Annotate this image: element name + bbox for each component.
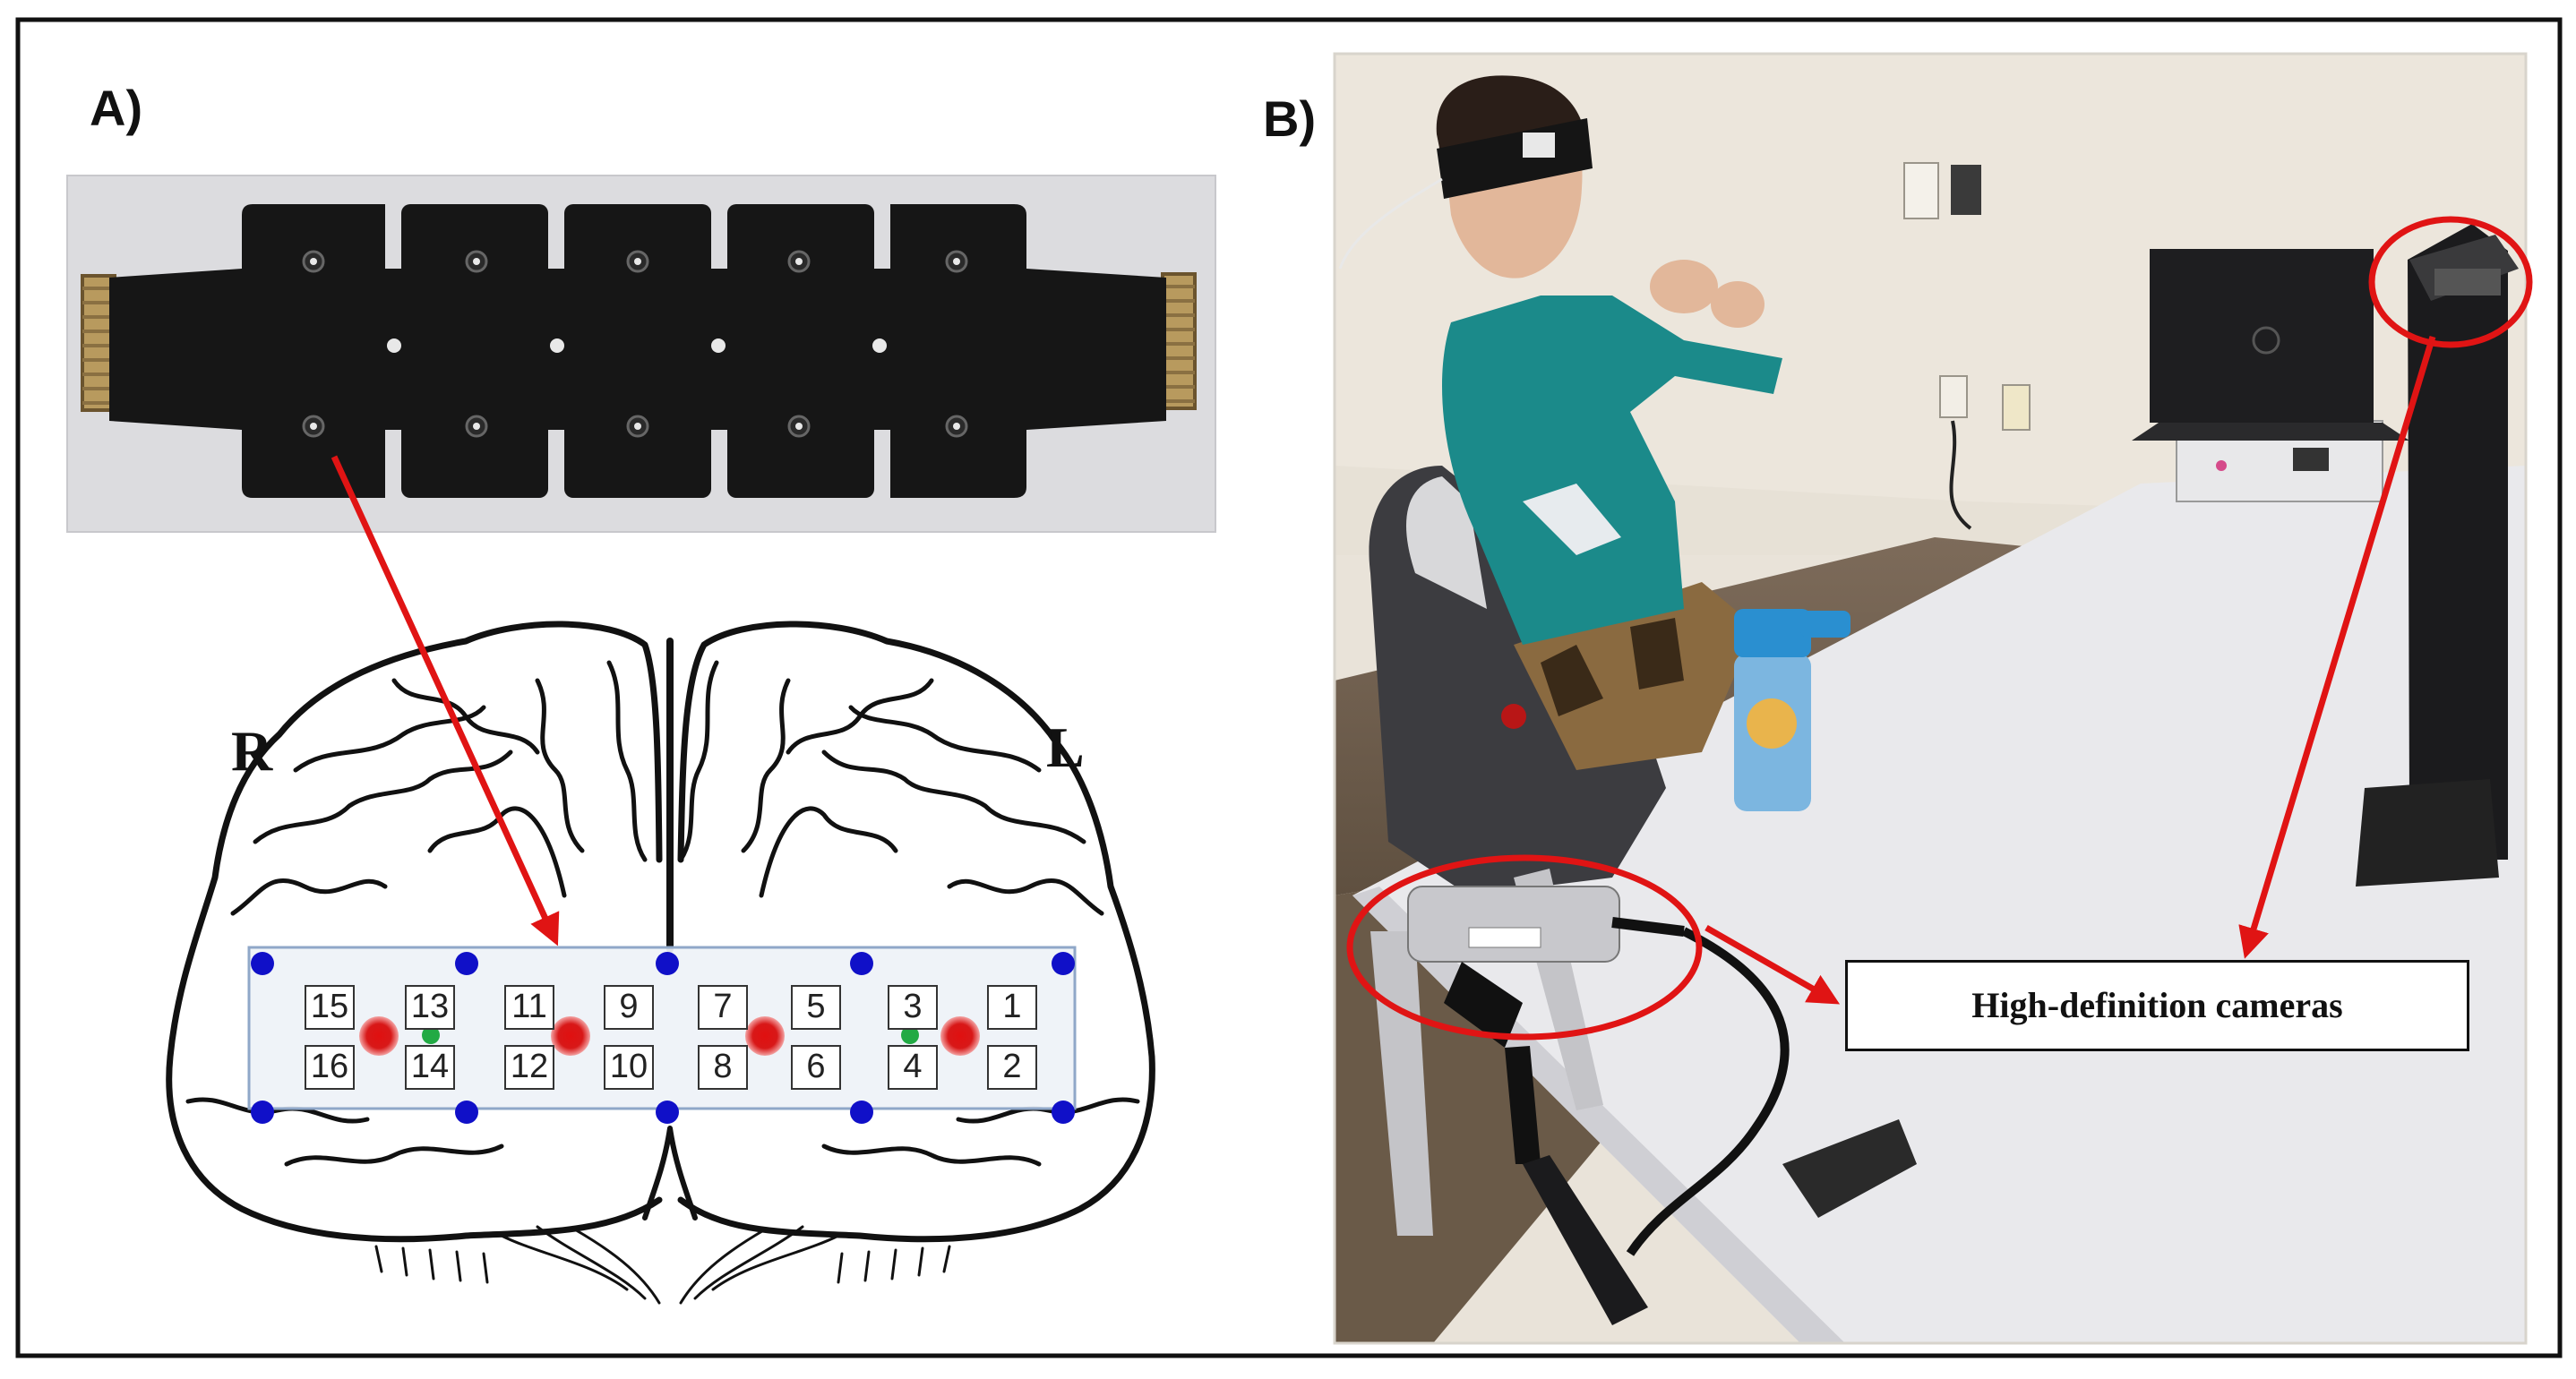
channel-8: 8 [698,1045,748,1090]
camera-highlight-bottom [1346,854,1703,1041]
panel-b-photo [1335,54,2526,1343]
child-shirt [1442,296,1782,645]
short-channel-marker [422,1026,440,1044]
source-marker [1052,1101,1075,1124]
source-marker [455,952,478,975]
panel-b-photo-frame [1333,52,2528,1345]
channel-13: 13 [405,985,455,1030]
detector-marker [940,1016,980,1056]
source-marker [1052,952,1075,975]
detector-marker [745,1016,785,1056]
channel-4: 4 [888,1045,938,1090]
wall-switch [1903,162,1939,219]
pad-to-brain-arrow [331,455,560,946]
channel-1: 1 [987,985,1037,1030]
bottom-camera-arrow [1704,924,1841,1005]
source-marker [251,1101,274,1124]
source-marker [656,952,679,975]
source-marker [455,1101,478,1124]
source-marker [251,952,274,975]
short-channels [422,1026,919,1044]
probe-layout [247,946,1077,1124]
top-camera-arrow [2238,335,2436,959]
desk [1352,466,2526,1343]
wall-outlet [1939,375,1968,418]
chair-red-button [1501,704,1526,729]
source-marker [850,1101,873,1124]
short-channel-marker [901,1026,919,1044]
monitor [2374,224,2508,860]
camera-highlight-top [2368,216,2533,348]
child-hands [1650,260,1718,313]
brain-left-hemisphere [677,621,1155,1243]
laptop [2150,249,2374,423]
channel-6: 6 [791,1045,841,1090]
brain-illustration [166,621,1155,1305]
bottom-camera [1407,886,1790,1325]
brain-right-hemisphere [166,621,663,1243]
channel-11: 11 [504,985,554,1030]
pad-sensors [310,258,960,430]
channel-7: 7 [698,985,748,1030]
panel-a-label: A) [90,80,143,136]
channel-2: 2 [987,1045,1037,1090]
source-marker [656,1101,679,1124]
right-hemisphere-label: R [231,719,273,783]
channel-15: 15 [305,985,355,1030]
detector-marker [551,1016,590,1056]
channel-16: 16 [305,1045,355,1090]
channel-10: 10 [604,1045,654,1090]
panel-a-pad-photo [66,175,1216,533]
camera-callout-box: High-definition cameras [1845,960,2469,1051]
pad-connector-right [1161,272,1197,410]
channel-3: 3 [888,985,938,1030]
detector-marker [359,1016,399,1056]
sources [251,952,1075,1124]
brain-cerebellum [374,1225,951,1305]
detectors [359,1016,980,1056]
source-marker [850,952,873,975]
left-hemisphere-label: L [1046,715,1085,779]
channel-12: 12 [504,1045,554,1090]
channel-5: 5 [791,985,841,1030]
channel-14: 14 [405,1045,455,1090]
channel-9: 9 [604,985,654,1030]
panel-b-label: B) [1263,90,1317,147]
